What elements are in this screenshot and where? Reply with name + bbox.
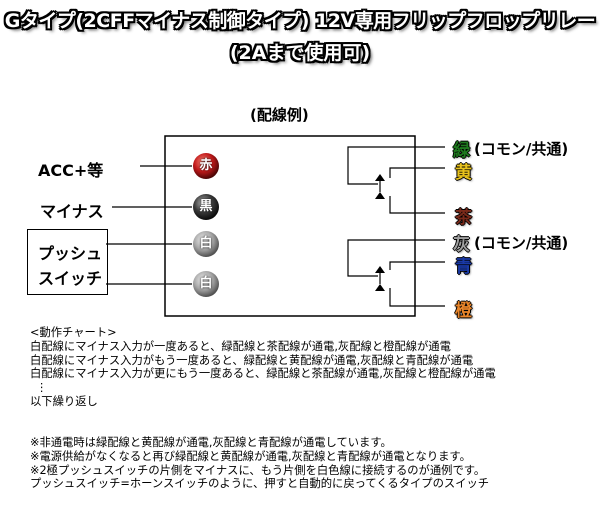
operation-line-2: 白配線にマイナス入力がもう一度あると、緑配線と黄配線が通電,灰配線と青配線が通電 bbox=[30, 353, 474, 367]
page-title: Gタイプ(2CFFマイナス制御タイプ) 12V専用フリップフロップリレー bbox=[4, 10, 596, 32]
note-2: ※電源供給がなくなると再び緑配線と黄配線が通電,灰配線と青配線が通電となります。 bbox=[30, 449, 471, 463]
connector-white-2 bbox=[193, 271, 219, 297]
note-3: ※2極プッシュスイッチの片側をマイナスに、もう片側を白色線に接続するのが通例です… bbox=[30, 463, 486, 477]
operation-ellipsis: ⋮ bbox=[36, 381, 48, 395]
notes-section: ※非通電時は緑配線と黄配線が通電,灰配線と青配線が通電しています。 ※電源供給が… bbox=[30, 436, 489, 491]
connector-white-1-label: 白 bbox=[199, 236, 213, 251]
operation-heading: <動作チャート> bbox=[30, 326, 117, 339]
relay-box bbox=[164, 135, 416, 317]
operation-line-1: 白配線にマイナス入力が一度あると、緑配線と茶配線が通電,灰配線と橙配線が通電 bbox=[30, 339, 451, 353]
connector-red bbox=[193, 153, 219, 179]
operation-line-3: 白配線にマイナス入力が更にもう一度あると、緑配線と茶配線が通電,灰配線と橙配線が… bbox=[30, 367, 496, 381]
push-switch-label-line2: スイッチ bbox=[38, 269, 103, 288]
connector-red-label: 赤 bbox=[199, 158, 213, 173]
wire-green-note: (コモン/共通) bbox=[474, 140, 569, 158]
connector-white-1 bbox=[193, 231, 219, 257]
wire-brown-label: 茶 bbox=[455, 208, 472, 228]
wire-yellow-label: 黄 bbox=[455, 163, 472, 183]
connector-black-label: 黒 bbox=[199, 199, 213, 214]
page-subtitle: (2Aまで使用可) bbox=[229, 42, 371, 64]
wire-blue-label: 青 bbox=[455, 257, 472, 277]
wire-green-label: 緑 bbox=[453, 141, 470, 161]
push-switch-box bbox=[27, 229, 108, 295]
wire-orange-label: 橙 bbox=[455, 301, 472, 321]
note-1: ※非通電時は緑配線と黄配線が通電,灰配線と青配線が通電しています。 bbox=[30, 436, 392, 449]
wire-gray-note: (コモン/共通) bbox=[474, 234, 569, 252]
connector-black bbox=[193, 194, 219, 220]
connector-white-2-label: 白 bbox=[199, 276, 213, 291]
wire-gray-label: 灰 bbox=[453, 235, 470, 255]
acc-label: ACC+等 bbox=[38, 161, 104, 180]
diagram-caption: (配線例) bbox=[250, 106, 309, 124]
minus-label: マイナス bbox=[40, 202, 104, 221]
push-switch-label-line1: プッシュ bbox=[38, 244, 103, 263]
note-4: プッシュスイッチ=ホーンスイッチのように、押すと自動的に戻ってくるタイプのスイッ… bbox=[30, 477, 490, 491]
operation-repeat: 以下繰り返し bbox=[30, 394, 98, 408]
operation-section: <動作チャート> 白配線にマイナス入力が一度あると、緑配線と茶配線が通電,灰配線… bbox=[30, 326, 496, 409]
